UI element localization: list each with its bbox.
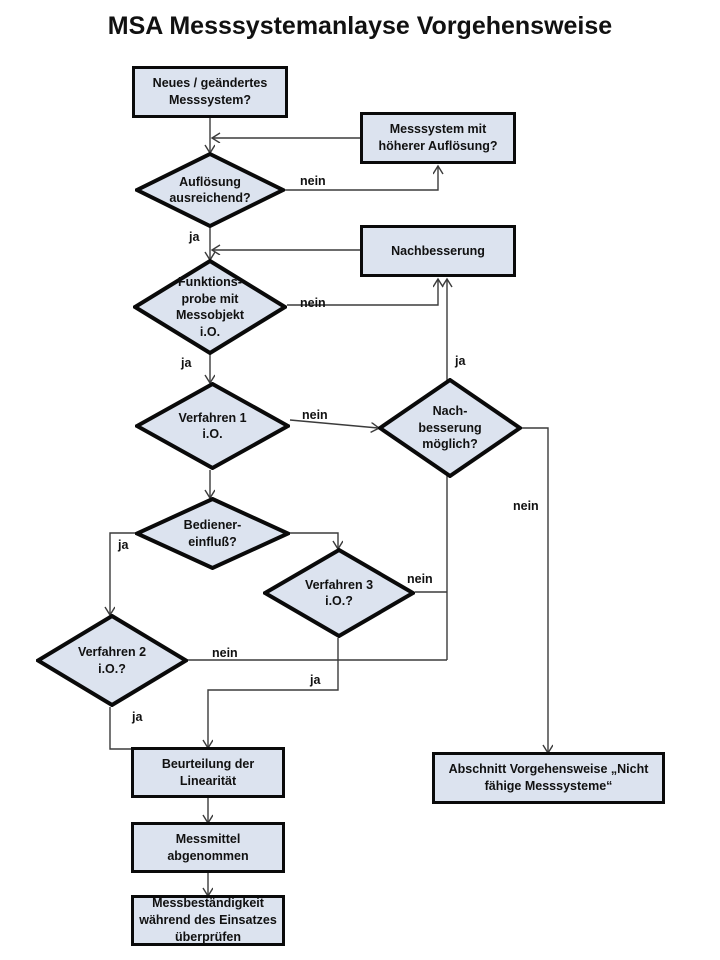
node-not-capable[interactable]: Abschnitt Vorgehensweise „Nicht fähige M… (432, 752, 665, 804)
node-rework[interactable]: Nachbesserung (360, 225, 516, 277)
node-start[interactable]: Neues / geändertes Messsystem? (132, 66, 288, 118)
node-start-label: Neues / geändertes Messsystem? (152, 76, 268, 107)
node-accepted-label: Messmittel abgenommen (167, 831, 249, 863)
diamond-shape (135, 152, 285, 228)
edge-label-rework-possible-no: nein (513, 499, 539, 513)
diamond-shape (133, 259, 287, 355)
edge-label-method3-no: nein (407, 572, 433, 586)
node-method2[interactable]: Verfahren 2 i.O.? (36, 614, 188, 707)
edge-label-method2-no: nein (212, 646, 238, 660)
node-accepted[interactable]: Messmittel abgenommen (131, 822, 285, 873)
edge-label-method3-yes: ja (310, 673, 321, 687)
node-method1[interactable]: Verfahren 1 i.O. (135, 382, 290, 470)
diamond-shape (378, 378, 522, 478)
node-stability-label: Messbeständigkeit während des Einsatzes … (139, 896, 277, 944)
diamond-shape (263, 548, 415, 638)
node-rework-possible[interactable]: Nach- besserung möglich? (378, 378, 522, 478)
edge-label-method2-yes: ja (132, 710, 143, 724)
node-stability[interactable]: Messbeständigkeit während des Einsatzes … (131, 895, 285, 946)
node-function-test[interactable]: Funktions- probe mit Messobjekt i.O. (133, 259, 287, 355)
node-resolution-sufficient[interactable]: Auflösung ausreichend? (135, 152, 285, 228)
edge-label-method1-no: nein (302, 408, 328, 422)
node-linearity[interactable]: Beurteilung der Linearität (131, 747, 285, 798)
edge-label-operator-yes: ja (118, 538, 129, 552)
diamond-shape (36, 614, 188, 707)
node-rework-label: Nachbesserung (391, 243, 485, 258)
edge-label-resolution-yes: ja (189, 230, 200, 244)
node-higher-resolution-label: Messsystem mit höherer Auflösung? (378, 122, 498, 153)
node-method3[interactable]: Verfahren 3 i.O.? (263, 548, 415, 638)
edge-label-function-yes: ja (181, 356, 192, 370)
edge-label-rework-possible-yes: ja (455, 354, 466, 368)
page-title: MSA Messsystemanlayse Vorgehensweise (107, 12, 613, 40)
node-higher-resolution[interactable]: Messsystem mit höherer Auflösung? (360, 112, 516, 164)
node-not-capable-label: Abschnitt Vorgehensweise „Nicht fähige M… (448, 762, 649, 793)
diamond-shape (135, 497, 290, 570)
edge-label-resolution-no: nein (300, 174, 326, 188)
edge-label-function-no: nein (300, 296, 326, 310)
node-linearity-label: Beurteilung der Linearität (161, 756, 255, 788)
diamond-shape (135, 382, 290, 470)
